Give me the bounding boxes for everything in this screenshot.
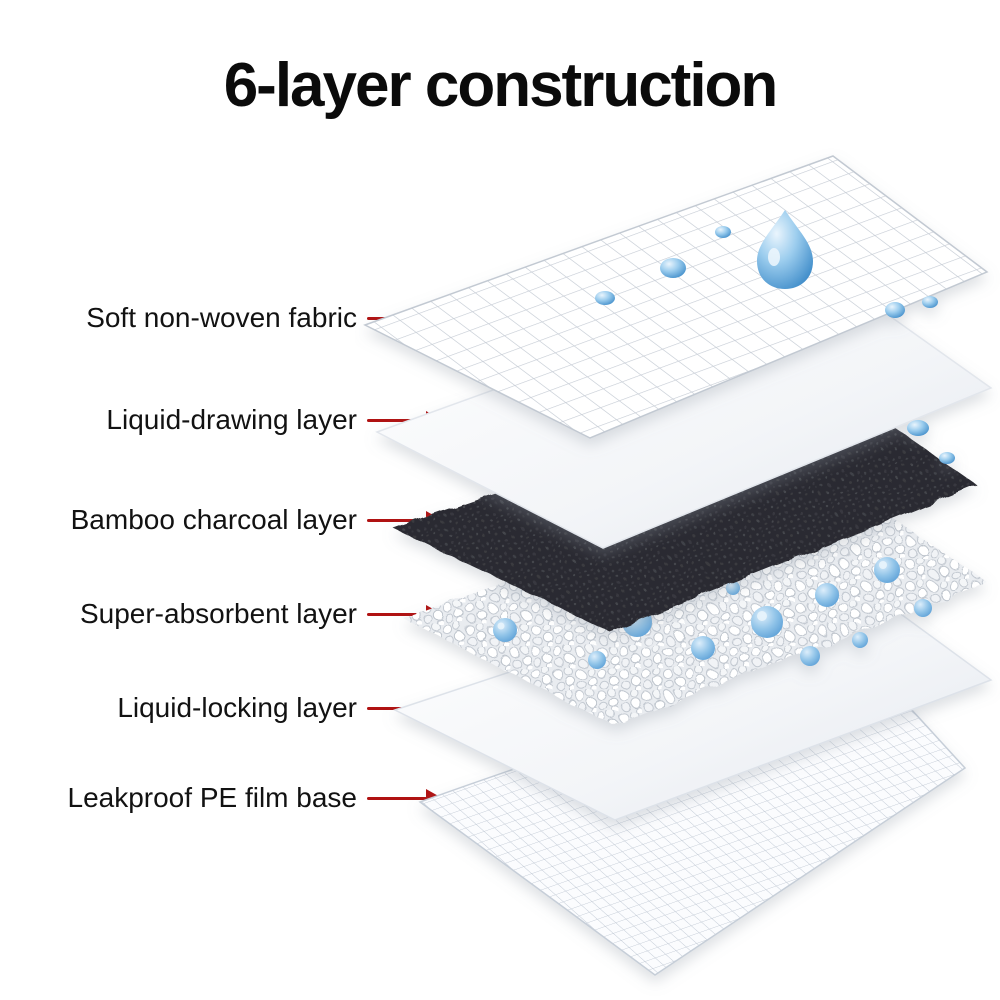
layer-label: Liquid-locking layer: [117, 692, 357, 723]
arrow-line: [367, 796, 427, 800]
page-title: 6-layer construction: [223, 51, 779, 120]
layer-label: Super-absorbent layer: [79, 598, 357, 629]
droplets-on-non-woven-fabric: [595, 210, 938, 318]
arrow-line: [367, 612, 427, 616]
arrow-line: [367, 418, 427, 422]
layer-label: Soft non-woven fabric: [86, 302, 357, 333]
layer-label: Liquid-drawing layer: [106, 404, 357, 435]
arrow-line: [367, 518, 427, 522]
arrow-line: [367, 706, 427, 710]
layer-art-soft-non-woven-fabric: [363, 155, 989, 439]
label-row-leakproof-pe-film-base: Leakproof PE film base: [12, 776, 442, 820]
label-row-liquid-drawing-layer: Liquid-drawing layer: [12, 398, 442, 442]
layer-label: Leakproof PE film base: [67, 782, 358, 813]
layer-label: Bamboo charcoal layer: [70, 504, 357, 535]
label-row-super-absorbent-layer: Super-absorbent layer: [12, 592, 442, 636]
layer-stack-illustration: [363, 155, 993, 976]
